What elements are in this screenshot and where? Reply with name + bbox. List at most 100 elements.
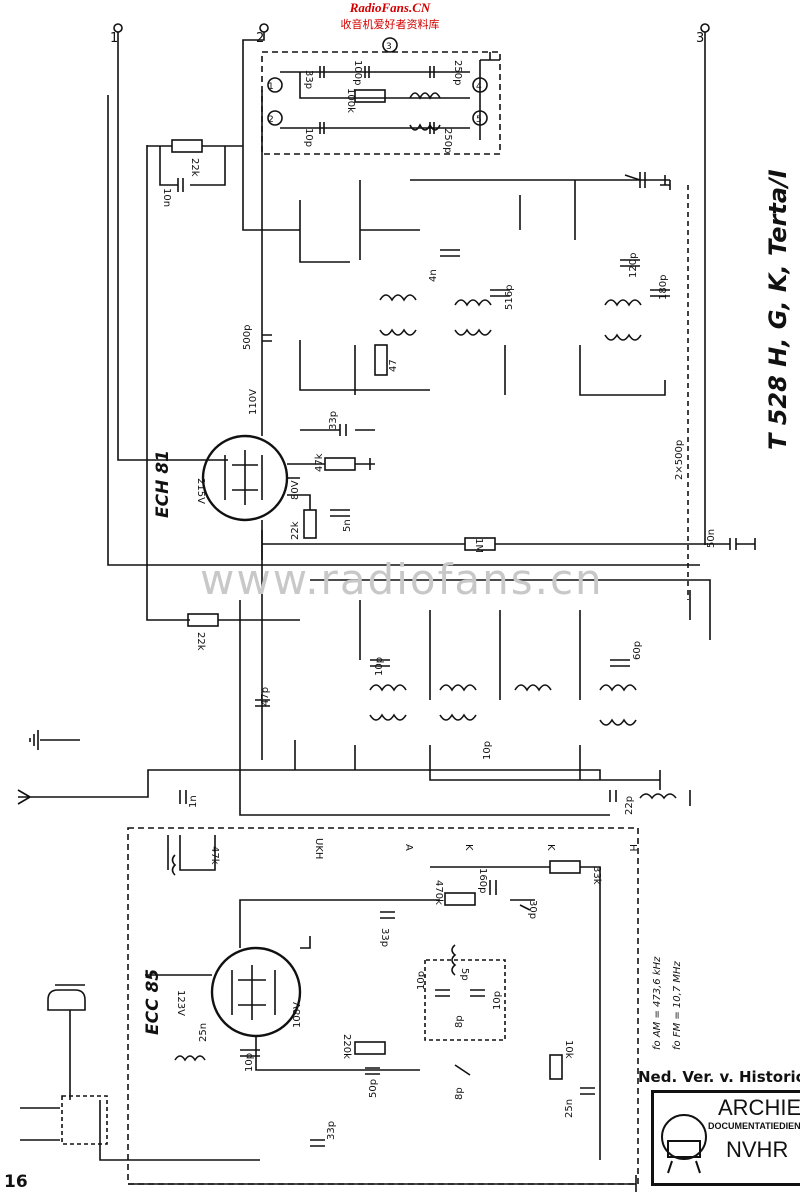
label-220k: 220k [341, 1034, 352, 1059]
resistor-10k [549, 1054, 563, 1080]
label-10p-b: 10p [374, 657, 385, 676]
wire-osc-bottom [299, 340, 666, 396]
vhf-input-coil [171, 854, 177, 876]
vhf-choke [174, 1055, 206, 1062]
stamp-emblem [661, 1114, 707, 1174]
trimmer-top [624, 172, 646, 188]
label-250p-b: 250p [442, 128, 453, 153]
resistor-33k [549, 860, 581, 874]
if-filter-box [261, 51, 501, 155]
label-47k-vhf: 47k [209, 846, 220, 865]
vhf-coil-mid [451, 944, 457, 976]
resistor-100k-if [354, 89, 386, 103]
circled-2 [267, 110, 283, 126]
wire-1m-50n [262, 538, 756, 550]
capacitor-1n [179, 790, 187, 804]
wire-terminal-2 [242, 32, 300, 231]
archive-stamp: ARCHIEF DOCUMENTATIEDIENS NVHR [651, 1090, 800, 1186]
label-33p-a: 33p [303, 70, 314, 89]
ground-input [29, 730, 80, 750]
label-10n: 10n [161, 188, 172, 207]
if-capacitors [319, 66, 435, 134]
label-10p-c: 10p [482, 741, 493, 760]
vhf-input-circuit [167, 835, 216, 871]
capacitor-10n [177, 178, 184, 192]
credit-text: Ned. Ver. v. Historic [638, 1068, 800, 1086]
terminal-3: 3 [696, 23, 710, 46]
stamp-line-3: NVHR [726, 1137, 789, 1162]
terminal-2-label: 2 [256, 31, 264, 46]
page-number: 16 [4, 1172, 28, 1192]
model-title: T 528 H, G, K, Terta/I [764, 169, 792, 450]
wire-outer-bus [107, 95, 700, 566]
tube-label-ech81: ECH 81 [153, 450, 173, 518]
switch-label-k1: K [463, 844, 474, 851]
switch-labels: UKH A K K H [313, 838, 638, 859]
site-header: RadioFans.CN 收音机爱好者资料库 [310, 0, 470, 32]
antenna-input [17, 769, 601, 805]
dipole-switch-box [61, 1095, 108, 1145]
label-22p: 22p [624, 796, 635, 815]
label-60p: 60p [632, 641, 643, 660]
capacitor-22p-coil [609, 790, 691, 806]
capacitor-5n [287, 494, 350, 517]
if-filter-wiring [280, 60, 481, 140]
ech81-wiring [261, 400, 375, 560]
rf-coils-upper [369, 684, 637, 692]
switch-label-ukh: UKH [313, 838, 324, 859]
resistor-470k [444, 892, 476, 906]
label-1m: 1M [473, 538, 484, 553]
ecc85-feed [145, 936, 311, 976]
circled-5 [472, 110, 488, 126]
resistor-22k-rf [187, 613, 219, 627]
capacitor-160p [489, 880, 497, 895]
label-516p: 516p [504, 285, 515, 310]
osc-coils-upper [379, 294, 642, 307]
wire-33k [430, 866, 601, 1160]
circled-4-label: 4 [476, 82, 482, 92]
resistor-22k-top [171, 139, 203, 153]
frequency-note: fo AM = 473,6 kHz fo FM = 10,7 MHz [652, 956, 683, 1050]
capacitors-10p-33p [240, 1049, 325, 1147]
label-47: 47 [388, 359, 399, 372]
resistor-22k-ech [303, 509, 317, 539]
label-25n-a: 25n [198, 1023, 209, 1042]
dipole-wiring [20, 1010, 260, 1161]
label-5n: 5n [342, 519, 353, 532]
rf-coils-lower [369, 713, 637, 726]
label-50p: 50p [368, 1079, 379, 1098]
label-5p: 5p [459, 968, 470, 981]
label-33p-c: 33p [379, 928, 390, 947]
ech81-tube-elements [224, 450, 263, 505]
ground-bottom [128, 1175, 637, 1192]
label-500p: 500p [242, 325, 253, 350]
label-110v: 110V [248, 389, 259, 415]
label-33p-d: 33p [326, 1121, 337, 1140]
label-47p: 47p [260, 687, 271, 706]
ecc85-tube-elements [231, 965, 276, 1020]
label-470k: 470k [433, 880, 444, 905]
if-filter-ground [480, 52, 500, 61]
vhf-tuner-box [127, 827, 639, 1185]
stamp-line-1: ARCHIEF [718, 1095, 800, 1120]
freq-fm: fo FM = 10,7 MHz [672, 960, 683, 1050]
tube-label-ecc85: ECC 85 [143, 969, 163, 1035]
label-8p-a: 8p [454, 1015, 465, 1028]
label-2x500p: 2×500p [674, 440, 685, 480]
capacitor-50p [365, 1067, 380, 1075]
label-123v: 123V [175, 990, 186, 1016]
label-100p: 100p [352, 60, 363, 85]
wire-rf-top [310, 579, 711, 700]
label-10p-d: 10p [416, 971, 427, 990]
label-25n-b: 25n [564, 1099, 575, 1118]
circled-4 [472, 77, 488, 93]
label-33k: 33k [591, 866, 602, 885]
capacitor-500p [262, 334, 272, 342]
label-1n: 1n [188, 795, 199, 808]
wire-left-lower [239, 600, 610, 816]
label-10p-a: 10p [303, 128, 314, 147]
label-22k-c: 22k [195, 632, 206, 651]
label-22k-b: 22k [290, 521, 301, 540]
terminal-1-label: 1 [110, 31, 118, 46]
